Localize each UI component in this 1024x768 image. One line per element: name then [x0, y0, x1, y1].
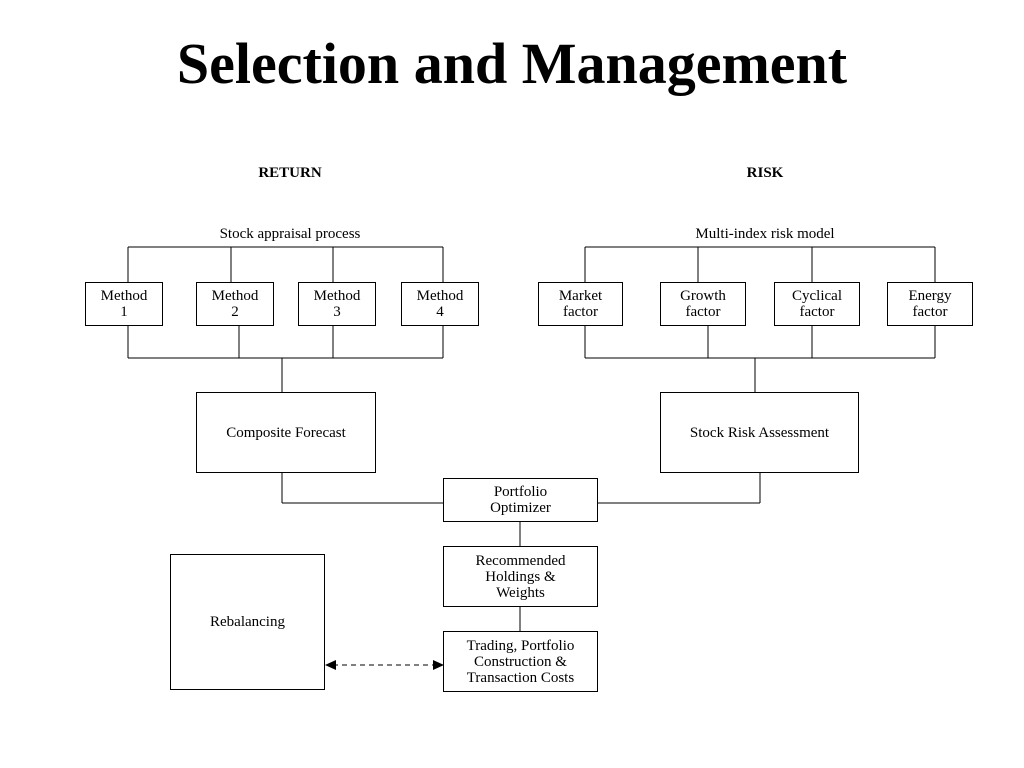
method-3-label: Method [313, 288, 361, 304]
growth-factor-label: Growth [680, 288, 726, 304]
multi-index-label: Multi-index risk model [695, 226, 835, 242]
optimizer-line2: Optimizer [490, 500, 551, 516]
stock-risk-assessment-label: Stock Risk Assessment [689, 424, 830, 441]
rebalancing-box: Rebalancing [170, 554, 325, 690]
holdings-line1: Recommended [475, 552, 566, 569]
market-factor-label: Market [558, 288, 603, 304]
trading-line1: Trading, Portfolio [466, 637, 575, 654]
method-4-label: Method [416, 288, 464, 304]
trading-line3: Transaction Costs [466, 669, 575, 686]
method-3-number: 3 [333, 304, 341, 320]
method-4-number: 4 [436, 304, 444, 320]
holdings-line2: Holdings & [485, 568, 556, 585]
risk-header: RISK [746, 165, 784, 181]
energy-factor-suffix: factor [912, 304, 948, 320]
method-2-number: 2 [231, 304, 239, 320]
cyclical-factor-suffix: factor [799, 304, 835, 320]
trading-line2: Construction & [474, 653, 567, 670]
composite-forecast-label: Composite Forecast [226, 424, 346, 441]
rebalancing-label: Rebalancing [210, 614, 285, 630]
growth-factor-suffix: factor [685, 304, 721, 320]
composite-forecast-box: Composite Forecast [196, 392, 376, 473]
market-factor-suffix: factor [563, 304, 598, 320]
method-1-label: Method [100, 288, 148, 304]
return-header: RETURN [258, 165, 322, 181]
page-title: Selection and Management [176, 31, 848, 96]
cyclical-factor-label: Cyclical [792, 288, 842, 304]
holdings-line3: Weights [496, 584, 545, 601]
method-1-number: 1 [120, 304, 128, 320]
method-2-label: Method [211, 288, 259, 304]
stock-appraisal-label: Stock appraisal process [219, 226, 361, 242]
optimizer-line1: Portfolio [493, 484, 548, 500]
energy-factor-label: Energy [908, 288, 952, 304]
stock-risk-assessment-box: Stock Risk Assessment [660, 392, 859, 473]
